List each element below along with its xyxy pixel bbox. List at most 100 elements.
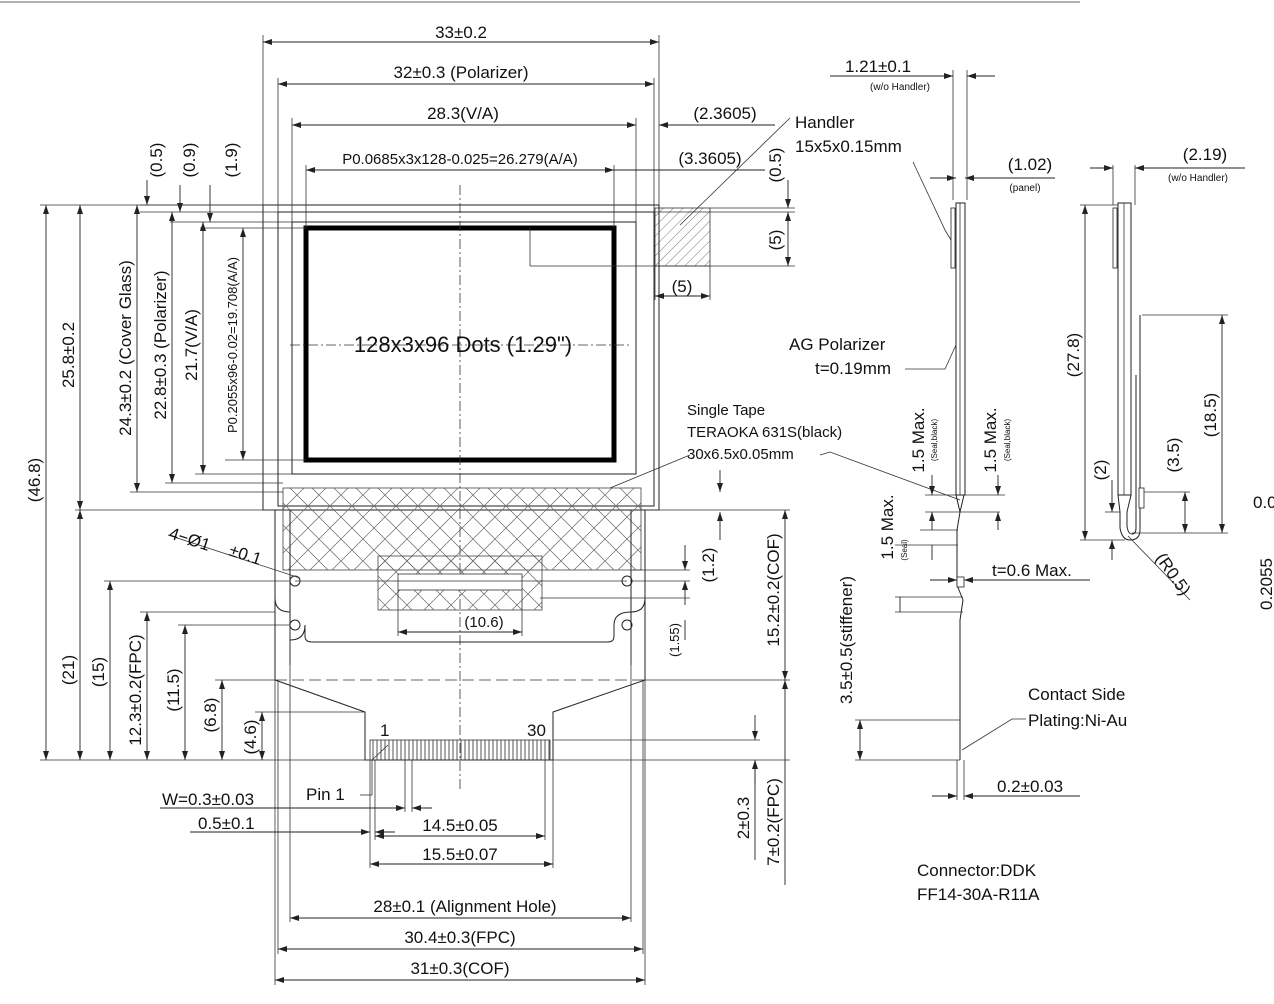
side-t0-2: 0.2±0.03 — [997, 777, 1063, 796]
dim-pins-14-5: 14.5±0.05 — [422, 816, 498, 835]
dim-left-0-5: (0.5) — [147, 143, 166, 178]
side-view: 1.21±0.1 (w/o Handler) (1.02) (panel) AG… — [789, 57, 1127, 904]
pin-first-label: 1 — [380, 721, 389, 740]
ag-polarizer-leader — [905, 344, 957, 370]
dim-d15: (15) — [89, 657, 108, 687]
side-panel-glass — [955, 202, 966, 496]
dim-alignment-hole: 28±0.1 (Alignment Hole) — [373, 897, 556, 916]
side-wo-handler: (w/o Handler) — [870, 82, 930, 93]
dim-va-width: 28.3(V/A) — [427, 104, 499, 123]
bent-d27-8: (27.8) — [1064, 333, 1083, 377]
dim-aa-h: P0.2055x96-0.02=19.708(A/A) — [225, 257, 240, 433]
dim-d1-2: (1.2) — [699, 548, 718, 583]
dim-fpc-width: 30.4±0.3(FPC) — [404, 928, 515, 947]
dim-polarizer-width: 32±0.3 (Polarizer) — [394, 63, 529, 82]
side-t0-6: t=0.6 Max. — [992, 561, 1072, 580]
side-stiffener: 3.5±0.5(stiffener) — [837, 576, 856, 704]
tape-line1: Single Tape — [687, 402, 765, 419]
connector-line2: FF14-30A-R11A — [917, 885, 1040, 904]
dim-d21: (21) — [59, 655, 78, 685]
top-dimensions: 33±0.2 32±0.3 (Polarizer) 28.3(V/A) (2.3… — [262, 23, 775, 228]
tape-leader — [819, 451, 961, 501]
dim-cof-width: 31±0.3(COF) — [410, 959, 509, 978]
contact-leader — [961, 718, 1026, 751]
left-dimensions: (0.5) (0.9) (1.9) (46.8) 25.8±0.2 24.3±0… — [25, 143, 370, 761]
pin-pitch: 0.5±0.1 — [198, 814, 255, 833]
holes-count-label: 4−Ø1 — [167, 524, 213, 555]
bent-panel — [1117, 202, 1132, 496]
handler-side-leader — [912, 161, 952, 241]
contact-plating: Plating:Ni-Au — [1028, 711, 1127, 730]
dim-d2-0-3: 2±0.3 — [734, 797, 753, 839]
side-panel-label: (panel) — [1009, 183, 1040, 194]
bent-d3-5: (3.5) — [1164, 438, 1183, 473]
tape-line2: TERAOKA 631S(black) — [687, 424, 842, 441]
handler-dim-5-h: (5) — [672, 277, 693, 296]
dim-fpc-12-3: 12.3±0.2(FPC) — [126, 634, 145, 745]
pin1-label: Pin 1 — [306, 785, 345, 804]
bent-wo-handler: (w/o Handler) — [1168, 173, 1228, 184]
ag-polarizer-label: AG Polarizer — [789, 335, 886, 354]
bent-fpc-outer — [1117, 315, 1141, 541]
side-seal-black2: (Seal,black) — [1003, 419, 1012, 462]
tape-leader-front — [609, 454, 691, 489]
dim-d6-8: (6.8) — [201, 698, 220, 733]
holes-tolerance: ±0.1 — [227, 541, 264, 569]
dim-cof-height: 15.2±0.2(COF) — [764, 533, 783, 646]
dim-cover-width: 33±0.2 — [435, 23, 487, 42]
side-panel-thickness: (1.02) — [1008, 155, 1052, 174]
dim-aa-width: P0.0685x3x128-0.025=26.279(A/A) — [342, 151, 578, 168]
side-seal: (Seal) — [900, 539, 909, 561]
side-seal — [955, 494, 965, 513]
handler-title: Handler — [795, 113, 855, 132]
dim-offset-3-3605: (3.3605) — [678, 149, 741, 168]
bent-d2: (2) — [1091, 460, 1110, 481]
bent-stiffener — [1138, 487, 1145, 509]
bent-radius: (R0.5) — [1152, 549, 1195, 599]
ag-polarizer-thickness: t=0.19mm — [815, 359, 891, 378]
side-thickness: 1.21±0.1 — [845, 57, 911, 76]
bent-radius-leader — [1127, 535, 1191, 601]
cof-dims: 15.2±0.2(COF) (1.2) (1.55) (10.6) — [397, 470, 790, 681]
dim-ic-width: (10.6) — [464, 614, 503, 631]
side-stiffener-block — [956, 576, 965, 588]
dim-polarizer-h: 22.8±0.3 (Polarizer) — [151, 270, 170, 419]
cover-glass-outline — [262, 204, 660, 511]
bottom-dimensions: 28±0.1 (Alignment Hole) 30.4±0.3(FPC) 31… — [274, 625, 646, 985]
dim-offset-2-3605: (2.3605) — [693, 104, 756, 123]
dim-d11-5: (11.5) — [164, 668, 183, 711]
holes-leader — [167, 534, 301, 579]
side-max2: 1.5 Max. — [981, 407, 1000, 472]
dim-d7-fpc: 7±0.2(FPC) — [764, 778, 783, 866]
bent-edge-1: 0.0 — [1253, 493, 1274, 512]
dim-left-0-9: (0.9) — [180, 143, 199, 178]
handler-dim-5-v: (5) — [766, 230, 785, 251]
side-fpc — [956, 511, 964, 760]
dim-total-height: (46.8) — [25, 458, 44, 502]
pin-width: W=0.3±0.03 — [162, 790, 254, 809]
handler-size: 15x5x0.15mm — [795, 137, 902, 156]
fpc-pins — [369, 739, 551, 761]
dim-left-1-9: (1.9) — [222, 143, 241, 178]
connector-line1: Connector:DDK — [917, 861, 1037, 880]
bent-d18-5: (18.5) — [1201, 393, 1220, 437]
bent-fpc-inner — [1126, 375, 1137, 535]
contact-side: Contact Side — [1028, 685, 1125, 704]
side-max1: 1.5 Max. — [909, 407, 928, 472]
dim-d1-55: (1.55) — [667, 623, 682, 657]
driver-ic — [397, 573, 523, 591]
handler-block — [654, 207, 711, 267]
side-max3: 1.5 Max. — [878, 494, 897, 559]
viewing-area-outline — [291, 221, 637, 475]
dim-cover-glass-h: 24.3±0.2 (Cover Glass) — [116, 260, 135, 436]
bent-view: (2.19) (w/o Handler) (27.8) (18.5) (2) (… — [1064, 145, 1274, 610]
display-resolution-label: 128x3x96 Dots (1.29") — [354, 332, 572, 357]
dim-d4-6: (4.6) — [241, 720, 260, 755]
tape-line3: 30x6.5x0.05mm — [687, 446, 794, 463]
dim-va-h: 21.7(V/A) — [182, 309, 201, 381]
bent-handler — [1112, 207, 1118, 269]
handler-leader — [679, 117, 791, 226]
pin-dims: Pin 1 W=0.3±0.03 0.5±0.1 14.5±0.05 15.5±… — [160, 680, 790, 885]
handler-dim-0-5: (0.5) — [766, 148, 785, 183]
